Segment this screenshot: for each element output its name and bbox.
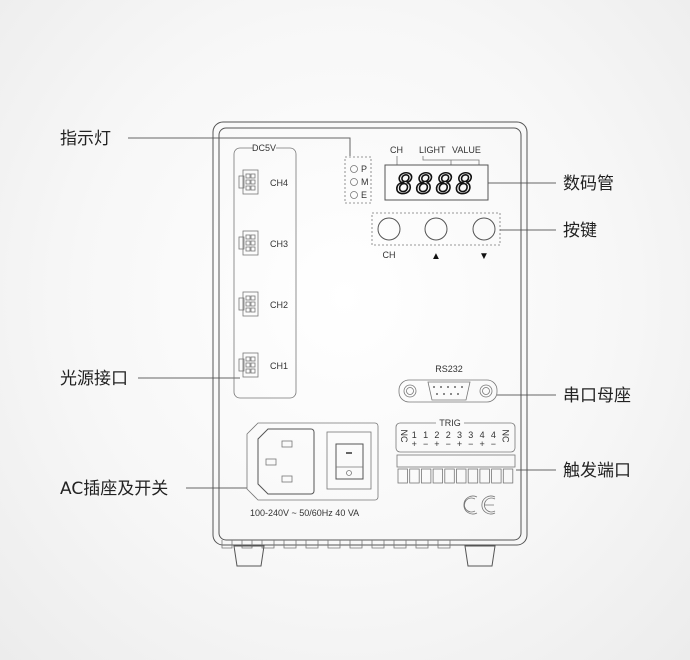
trig-pin-label: 4 — [480, 430, 485, 440]
terminal-slot[interactable] — [479, 468, 490, 484]
callout-ac-power: AC插座及开关 — [60, 479, 168, 499]
terminal-slot[interactable] — [420, 468, 432, 484]
trig-pin-polarity: − — [423, 439, 428, 449]
indicator-label: E — [361, 190, 367, 200]
channel-label: CH2 — [270, 300, 288, 310]
button-label-ch: CH — [383, 250, 396, 260]
trig-pin-label: 3 — [468, 430, 473, 440]
indicator-led-e — [350, 191, 358, 199]
trig-pin-label: NC — [399, 430, 409, 443]
trig-pin-polarity: − — [446, 439, 451, 449]
terminal-slot[interactable] — [467, 468, 479, 484]
trig-pin-label: 1 — [412, 430, 417, 440]
indicator-label: P — [361, 164, 367, 174]
trig-pin-label: 1 — [423, 430, 428, 440]
callout-trigger-port: 触发端口 — [563, 461, 631, 481]
terminal-slot[interactable] — [502, 468, 514, 484]
callout-light-port: 光源接口 — [60, 369, 128, 389]
indicator-led-p — [350, 165, 358, 173]
trig-pin-polarity: + — [412, 439, 417, 449]
terminal-slot[interactable] — [432, 468, 444, 484]
terminal-slot[interactable] — [397, 468, 408, 484]
trig-pin-label: NC — [501, 430, 511, 443]
ac-power-module: 100-240V ~ 50/60Hz 40 VA — [246, 422, 379, 518]
light-port-ch3[interactable]: CH3 — [238, 230, 288, 256]
dc5v-label: DC5V — [252, 143, 276, 153]
trig-pin-label: 2 — [434, 430, 439, 440]
light-port-ch1[interactable]: CH1 — [238, 352, 288, 378]
device-body — [212, 121, 528, 567]
terminal-block[interactable] — [396, 454, 516, 468]
down-arrow-icon: ▼ — [479, 251, 489, 262]
callout-display: 数码管 — [563, 174, 614, 194]
power-switch[interactable] — [335, 443, 364, 480]
trig-pin-polarity: + — [434, 439, 439, 449]
terminal-slot[interactable] — [491, 468, 502, 484]
trig-pin-polarity: − — [468, 439, 473, 449]
channel-label: CH1 — [270, 361, 288, 371]
terminal-slot[interactable] — [409, 468, 420, 484]
display-label-value: VALUE — [452, 145, 481, 155]
light-port-group: DC5V CH4 CH3 CH2 CH1 — [233, 143, 297, 399]
power-rating: 100-240V ~ 50/60Hz 40 VA — [250, 508, 359, 518]
foot-left — [233, 545, 265, 567]
indicator-group: P M E — [344, 156, 372, 204]
ac-socket[interactable] — [257, 428, 315, 495]
up-arrow-icon: ▲ — [431, 251, 441, 262]
trig-label: TRIG — [439, 418, 461, 428]
display-label-light: LIGHT — [419, 145, 446, 155]
callout-indicator: 指示灯 — [60, 129, 111, 149]
channel-label: CH3 — [270, 239, 288, 249]
terminal-slot[interactable] — [456, 468, 467, 484]
indicator-label: M — [361, 177, 369, 187]
light-port-ch4[interactable]: CH4 — [238, 169, 288, 195]
trig-pin-label: 4 — [491, 430, 496, 440]
down-button[interactable] — [472, 217, 496, 241]
trig-pin-polarity: + — [479, 439, 484, 449]
foot-right — [464, 545, 496, 567]
ce-mark-text: CE — [0, 0, 2, 1]
trig-pin-polarity: + — [457, 439, 462, 449]
channel-label: CH4 — [270, 178, 288, 188]
trig-pin-polarity: − — [491, 439, 496, 449]
light-port-ch2[interactable]: CH2 — [238, 291, 288, 317]
rs232-label: RS232 — [435, 364, 463, 374]
button-group: CH ▲ ▼ — [371, 212, 501, 262]
callout-buttons: 按键 — [563, 221, 597, 241]
ch-button[interactable] — [377, 217, 401, 241]
trig-pin-label: 2 — [446, 430, 451, 440]
indicator-led-m — [350, 178, 358, 186]
bottom-vents — [261, 540, 451, 549]
terminal-slots — [397, 468, 514, 484]
callout-serial-port: 串口母座 — [563, 386, 631, 406]
ce-mark: CE — [0, 0, 496, 515]
display-digits: 8888 — [396, 167, 475, 200]
rs232-port[interactable]: RS232 — [398, 364, 498, 403]
trig-pin-label: 3 — [457, 430, 462, 440]
display-label-ch: CH — [390, 145, 403, 155]
terminal-slot[interactable] — [444, 468, 455, 484]
up-button[interactable] — [424, 217, 448, 241]
digital-display: CH LIGHT VALUE 8888 — [384, 145, 489, 201]
